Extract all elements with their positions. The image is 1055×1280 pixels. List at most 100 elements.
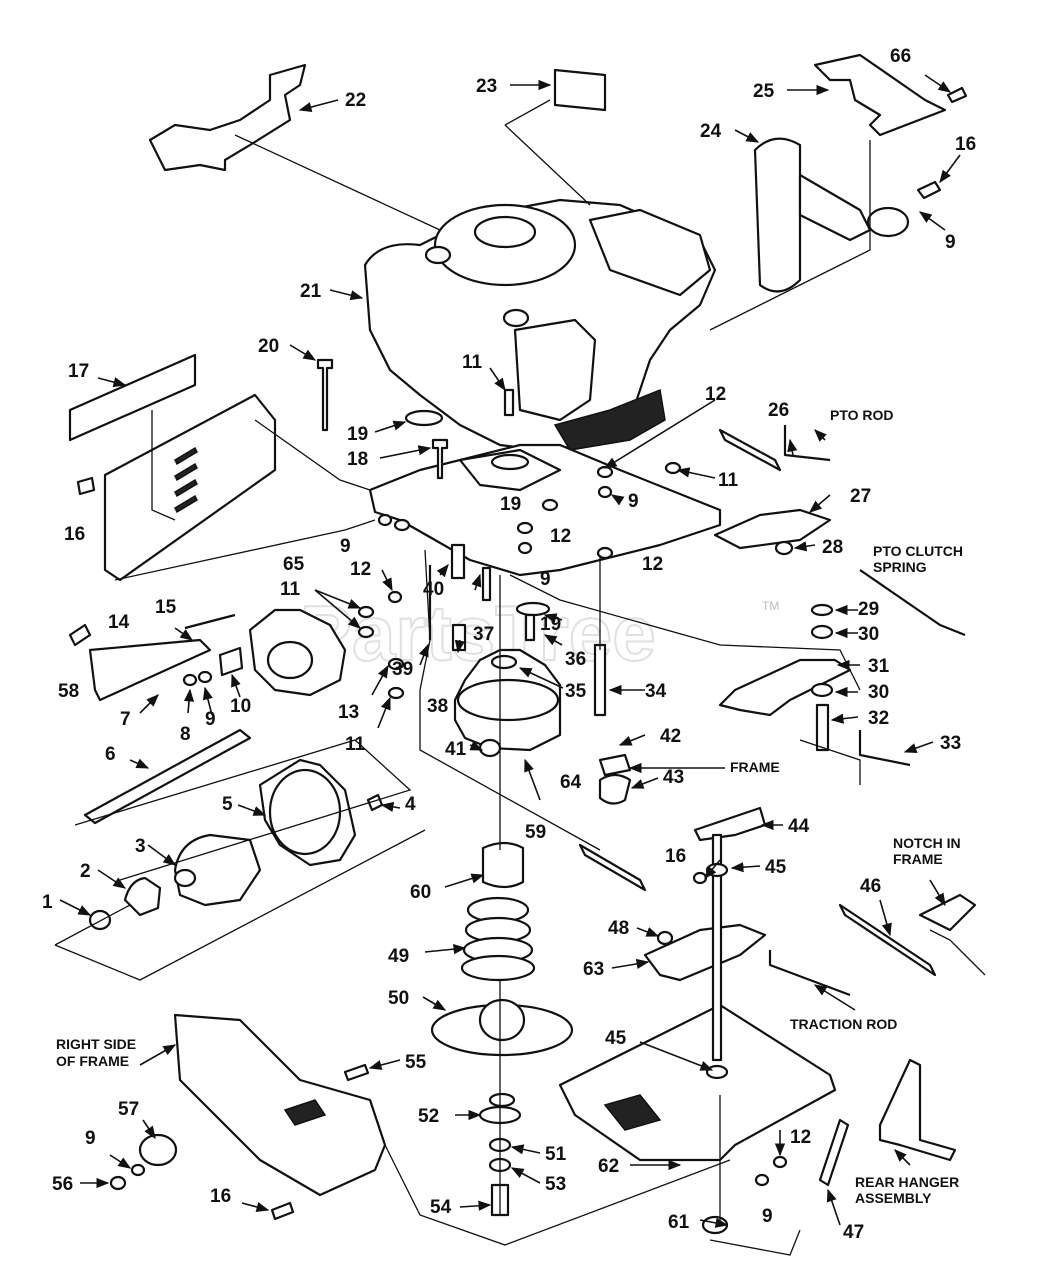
label-right-side-1: RIGHT SIDE bbox=[56, 1036, 136, 1052]
callout-5: 5 bbox=[222, 794, 233, 815]
callout-60: 60 bbox=[410, 882, 431, 903]
callout-1: 1 bbox=[42, 892, 53, 913]
callout-44: 44 bbox=[788, 816, 810, 837]
callout-28: 28 bbox=[822, 537, 843, 558]
part-31-arm bbox=[718, 658, 852, 717]
part-shaft-vertical bbox=[711, 833, 723, 1062]
callout-11b: 11 bbox=[718, 470, 739, 491]
part-56-nut bbox=[109, 1175, 127, 1191]
part-24-muffler bbox=[753, 137, 802, 293]
part-17-decal bbox=[68, 353, 197, 442]
callout-51: 51 bbox=[545, 1144, 567, 1165]
callout-13: 13 bbox=[338, 702, 359, 723]
part-44-bracket bbox=[693, 806, 767, 842]
callout-16b: 16 bbox=[64, 524, 85, 545]
part-16-bolt-plate bbox=[76, 476, 96, 496]
callout-12e: 12 bbox=[790, 1127, 811, 1148]
part-12-nut-bottom bbox=[772, 1155, 788, 1169]
callout-36: 36 bbox=[565, 649, 586, 670]
callout-38: 38 bbox=[427, 696, 448, 717]
part-gearbox-hub bbox=[266, 640, 314, 680]
part-3-hub-center bbox=[173, 868, 197, 888]
callout-40: 40 bbox=[423, 579, 444, 600]
pto-rod bbox=[783, 425, 831, 462]
part-57-bearing bbox=[138, 1133, 178, 1167]
part-21-engine-cap bbox=[473, 215, 537, 249]
callout-59: 59 bbox=[525, 822, 546, 843]
label-rear-hanger-2: ASSEMBLY bbox=[855, 1190, 932, 1206]
part-42-plate bbox=[598, 753, 632, 777]
part-3-hub bbox=[173, 833, 262, 907]
label-right-side-2: OF FRAME bbox=[56, 1053, 129, 1069]
part-36-pin bbox=[524, 613, 536, 642]
callout-15: 15 bbox=[155, 597, 177, 618]
callout-26: 26 bbox=[768, 400, 789, 421]
hw-washer-9c bbox=[377, 513, 393, 527]
callout-61: 61 bbox=[668, 1212, 690, 1233]
callout-50: 50 bbox=[388, 988, 409, 1009]
callout-62: 62 bbox=[598, 1156, 619, 1177]
part-21-engine-shaft bbox=[502, 308, 530, 328]
traction-rod bbox=[768, 950, 851, 997]
part-2-bearing bbox=[123, 876, 162, 917]
part-21-engine-tank bbox=[588, 208, 712, 297]
callout-48: 48 bbox=[608, 918, 629, 939]
part-55-screw bbox=[343, 1063, 370, 1082]
callout-47: 47 bbox=[843, 1222, 864, 1243]
part-41-bushing bbox=[478, 738, 502, 758]
callout-9b: 9 bbox=[628, 491, 639, 512]
part-40-bolt bbox=[450, 543, 466, 580]
part-34-bolt bbox=[593, 643, 607, 717]
hw-washer-9a bbox=[597, 485, 613, 499]
part-32-pin bbox=[815, 703, 830, 752]
callout-12d: 12 bbox=[642, 554, 663, 575]
part-24-flange bbox=[866, 206, 910, 238]
notch-frame bbox=[918, 893, 977, 932]
part-33-rod bbox=[858, 730, 911, 767]
part-10-clip bbox=[218, 646, 244, 677]
part-21-engine-block bbox=[513, 318, 597, 422]
callout-22: 22 bbox=[345, 90, 366, 111]
callout-16c: 16 bbox=[665, 846, 686, 867]
callout-12a: 12 bbox=[705, 384, 726, 405]
callout-18: 18 bbox=[347, 449, 368, 470]
callout-29: 29 bbox=[858, 599, 879, 620]
callout-20: 20 bbox=[258, 336, 279, 357]
callout-54: 54 bbox=[430, 1197, 452, 1218]
hw-washer-9b bbox=[517, 541, 533, 555]
part-5-pulley-rim bbox=[268, 768, 342, 856]
callout-23: 23 bbox=[476, 76, 497, 97]
part-50-hub bbox=[478, 998, 526, 1042]
callout-numbers: 22 23 25 66 24 16 9 21 20 11 12 17 19 18… bbox=[42, 46, 976, 1243]
parts-drawing bbox=[68, 53, 977, 1235]
part-52-washer bbox=[488, 1092, 516, 1108]
callout-arrows bbox=[59, 74, 961, 1228]
rear-hanger-assembly bbox=[878, 1058, 957, 1162]
part-19-washer-a bbox=[404, 409, 444, 427]
part-29-washer bbox=[810, 603, 834, 617]
callout-35: 35 bbox=[565, 681, 587, 702]
hw-nut-11d bbox=[387, 686, 405, 700]
callout-2: 2 bbox=[80, 861, 91, 882]
hw-nut-12b bbox=[516, 521, 534, 535]
hw-nut-11b bbox=[357, 605, 375, 619]
callout-6: 6 bbox=[105, 744, 116, 765]
part-16-nut-mid bbox=[692, 871, 708, 885]
callout-65: 65 bbox=[283, 554, 305, 575]
hw-nut-12a bbox=[596, 465, 614, 479]
part-18-bolt bbox=[431, 438, 449, 480]
part-7-link bbox=[88, 638, 212, 702]
callout-9f: 9 bbox=[85, 1128, 96, 1149]
callout-19a: 19 bbox=[347, 424, 368, 445]
callout-9c: 9 bbox=[340, 536, 351, 557]
callout-30b: 30 bbox=[868, 682, 889, 703]
callout-33: 33 bbox=[940, 733, 961, 754]
callout-58: 58 bbox=[58, 681, 79, 702]
label-notch-2: FRAME bbox=[893, 851, 943, 867]
part-30-spacer-b bbox=[810, 682, 834, 698]
part-37-pin bbox=[481, 566, 492, 602]
callout-7: 7 bbox=[120, 709, 131, 730]
callout-14: 14 bbox=[108, 612, 130, 633]
callout-56: 56 bbox=[52, 1174, 73, 1195]
callout-3: 3 bbox=[135, 836, 146, 857]
